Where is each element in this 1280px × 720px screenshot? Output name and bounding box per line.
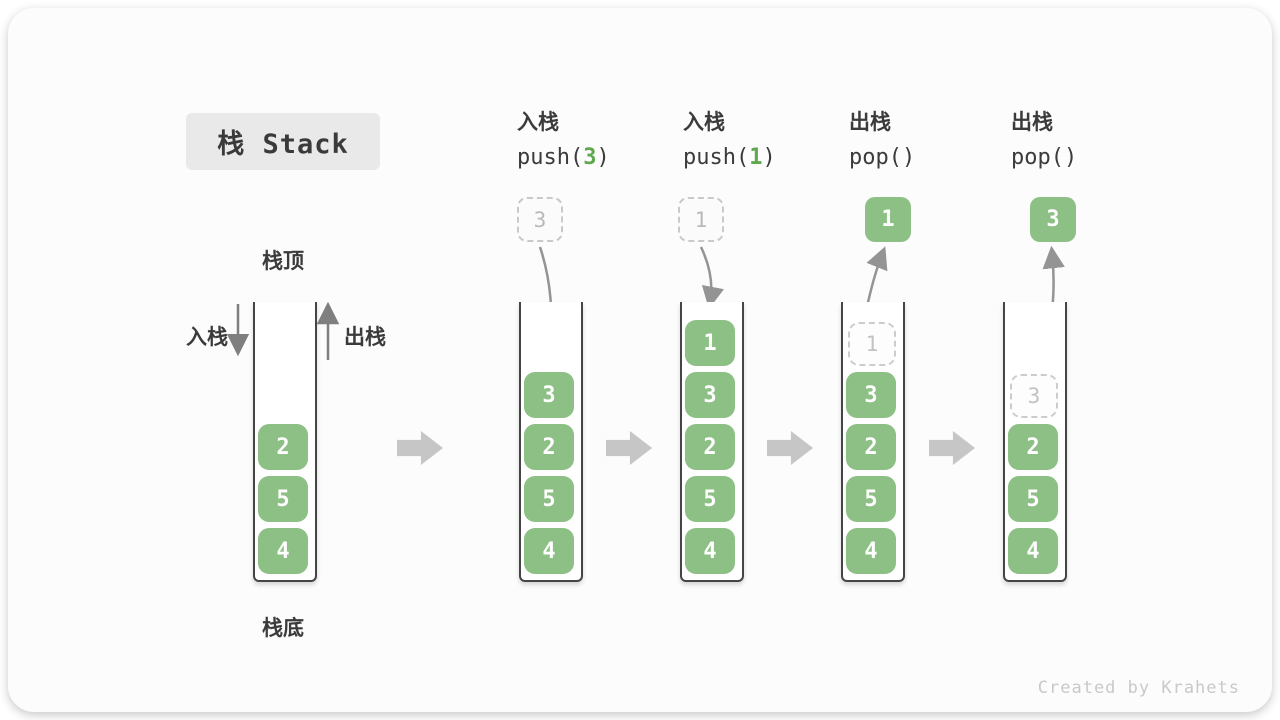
stack-item: 4 — [524, 528, 574, 574]
pop-side-label: 出栈 — [344, 326, 386, 349]
op-code: push(3) — [517, 145, 610, 170]
op-cn: 入栈 — [517, 111, 559, 134]
code-arg: 1 — [749, 145, 763, 170]
stack-item: 3 — [846, 372, 896, 418]
code-pre: pop( — [849, 145, 902, 170]
op-label-push-1: 入栈 push(1) — [683, 106, 776, 170]
op-code: pop() — [849, 145, 915, 170]
page-title: 栈 Stack — [217, 129, 349, 160]
code-arg: 3 — [583, 145, 597, 170]
op-label-push-3: 入栈 push(3) — [517, 106, 610, 170]
stack-item: 4 — [846, 528, 896, 574]
pushed-value-box-1: 1 — [678, 197, 724, 242]
code-pre: pop( — [1011, 145, 1064, 170]
stack-stage-1: 2 5 4 — [253, 302, 317, 582]
op-code: push(1) — [683, 145, 776, 170]
stack-item: 3 — [524, 372, 574, 418]
stack-item: 5 — [524, 476, 574, 522]
pushed-value-box-3: 3 — [517, 197, 563, 242]
op-cn: 出栈 — [849, 111, 891, 134]
code-pre: push( — [517, 145, 584, 170]
stack-item: 5 — [685, 476, 735, 522]
stack-item: 2 — [1008, 424, 1058, 470]
op-label-pop-2: 出栈 pop() — [1011, 106, 1077, 170]
op-label-pop-1: 出栈 pop() — [849, 106, 915, 170]
stack-item: 2 — [258, 424, 308, 470]
stack-item: 5 — [846, 476, 896, 522]
code-post: ) — [1063, 145, 1078, 170]
stack-top-label: 栈顶 — [262, 250, 304, 273]
op-cn: 入栈 — [683, 111, 725, 134]
stack-stage-5: 3 2 5 4 — [1003, 302, 1067, 582]
code-pre: push( — [683, 145, 750, 170]
code-post: ) — [596, 145, 610, 170]
watermark: Created by Krahets — [1037, 678, 1240, 698]
stack-item-ghost: 3 — [1010, 374, 1058, 418]
op-cn: 出栈 — [1011, 111, 1053, 134]
stack-item: 1 — [685, 320, 735, 366]
popped-value-box-3: 3 — [1030, 197, 1076, 242]
stack-item: 2 — [846, 424, 896, 470]
stack-item: 5 — [258, 476, 308, 522]
stack-bottom-label: 栈底 — [262, 617, 304, 640]
stack-stage-4: 1 3 2 5 4 — [841, 302, 905, 582]
stack-item: 2 — [685, 424, 735, 470]
op-code: pop() — [1011, 145, 1077, 170]
stack-item: 4 — [1008, 528, 1058, 574]
stack-stage-2: 3 2 5 4 — [519, 302, 583, 582]
stack-item-ghost: 1 — [848, 322, 896, 366]
stack-item: 2 — [524, 424, 574, 470]
stack-item: 4 — [685, 528, 735, 574]
stack-stage-3: 1 3 2 5 4 — [680, 302, 744, 582]
popped-value-box-1: 1 — [865, 197, 911, 242]
push-side-label: 入栈 — [186, 326, 228, 349]
stack-item: 5 — [1008, 476, 1058, 522]
stack-item: 3 — [685, 372, 735, 418]
title-box: 栈 Stack — [186, 113, 380, 170]
code-post: ) — [901, 145, 916, 170]
code-post: ) — [762, 145, 776, 170]
stack-item: 4 — [258, 528, 308, 574]
